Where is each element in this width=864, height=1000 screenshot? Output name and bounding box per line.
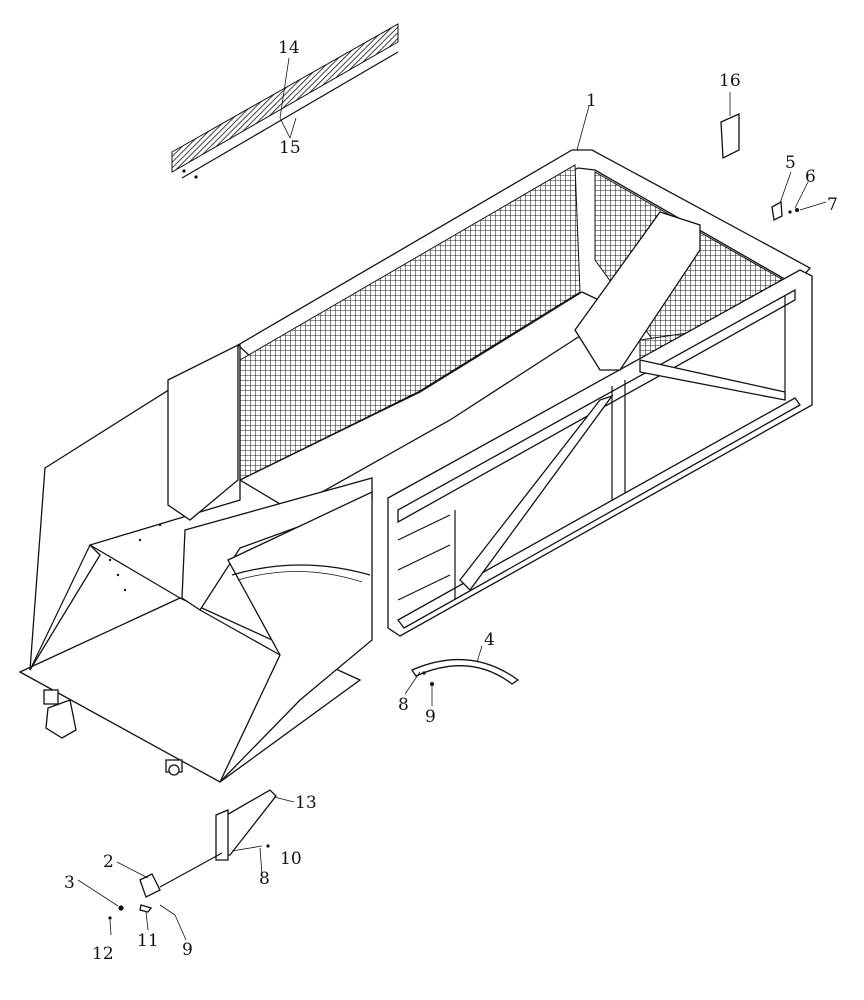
callout-14: 14 — [278, 38, 300, 58]
callout-labels: 1 2 3 4 5 6 7 8 8 9 9 10 11 12 13 14 15 … — [64, 38, 838, 964]
callout-12: 12 — [92, 944, 114, 964]
callout-3: 3 — [64, 873, 75, 893]
wear-strip-part — [171, 23, 399, 179]
callout-13: 13 — [295, 793, 317, 813]
callout-16: 16 — [719, 71, 741, 91]
callout-8a: 8 — [398, 695, 409, 715]
callout-8b: 8 — [259, 869, 270, 889]
hopper-part — [18, 343, 373, 783]
lower-bracket-parts — [108, 789, 277, 920]
callout-2: 2 — [103, 852, 114, 872]
callout-15: 15 — [279, 138, 301, 158]
rivet-dots — [108, 523, 162, 592]
leader-lines — [77, 57, 827, 941]
curved-strip-part — [411, 659, 520, 686]
bracket-bolt-parts — [771, 200, 799, 221]
callout-7: 7 — [827, 195, 838, 215]
callout-4: 4 — [484, 630, 495, 650]
main-frame-part — [236, 149, 813, 637]
callout-5: 5 — [785, 153, 796, 173]
callout-1: 1 — [586, 91, 597, 111]
callout-10: 10 — [280, 849, 302, 869]
callout-11: 11 — [137, 931, 159, 951]
small-plate-part — [720, 112, 740, 160]
callout-9b: 9 — [182, 940, 193, 960]
callout-6: 6 — [805, 167, 816, 187]
callout-9a: 9 — [425, 707, 436, 727]
